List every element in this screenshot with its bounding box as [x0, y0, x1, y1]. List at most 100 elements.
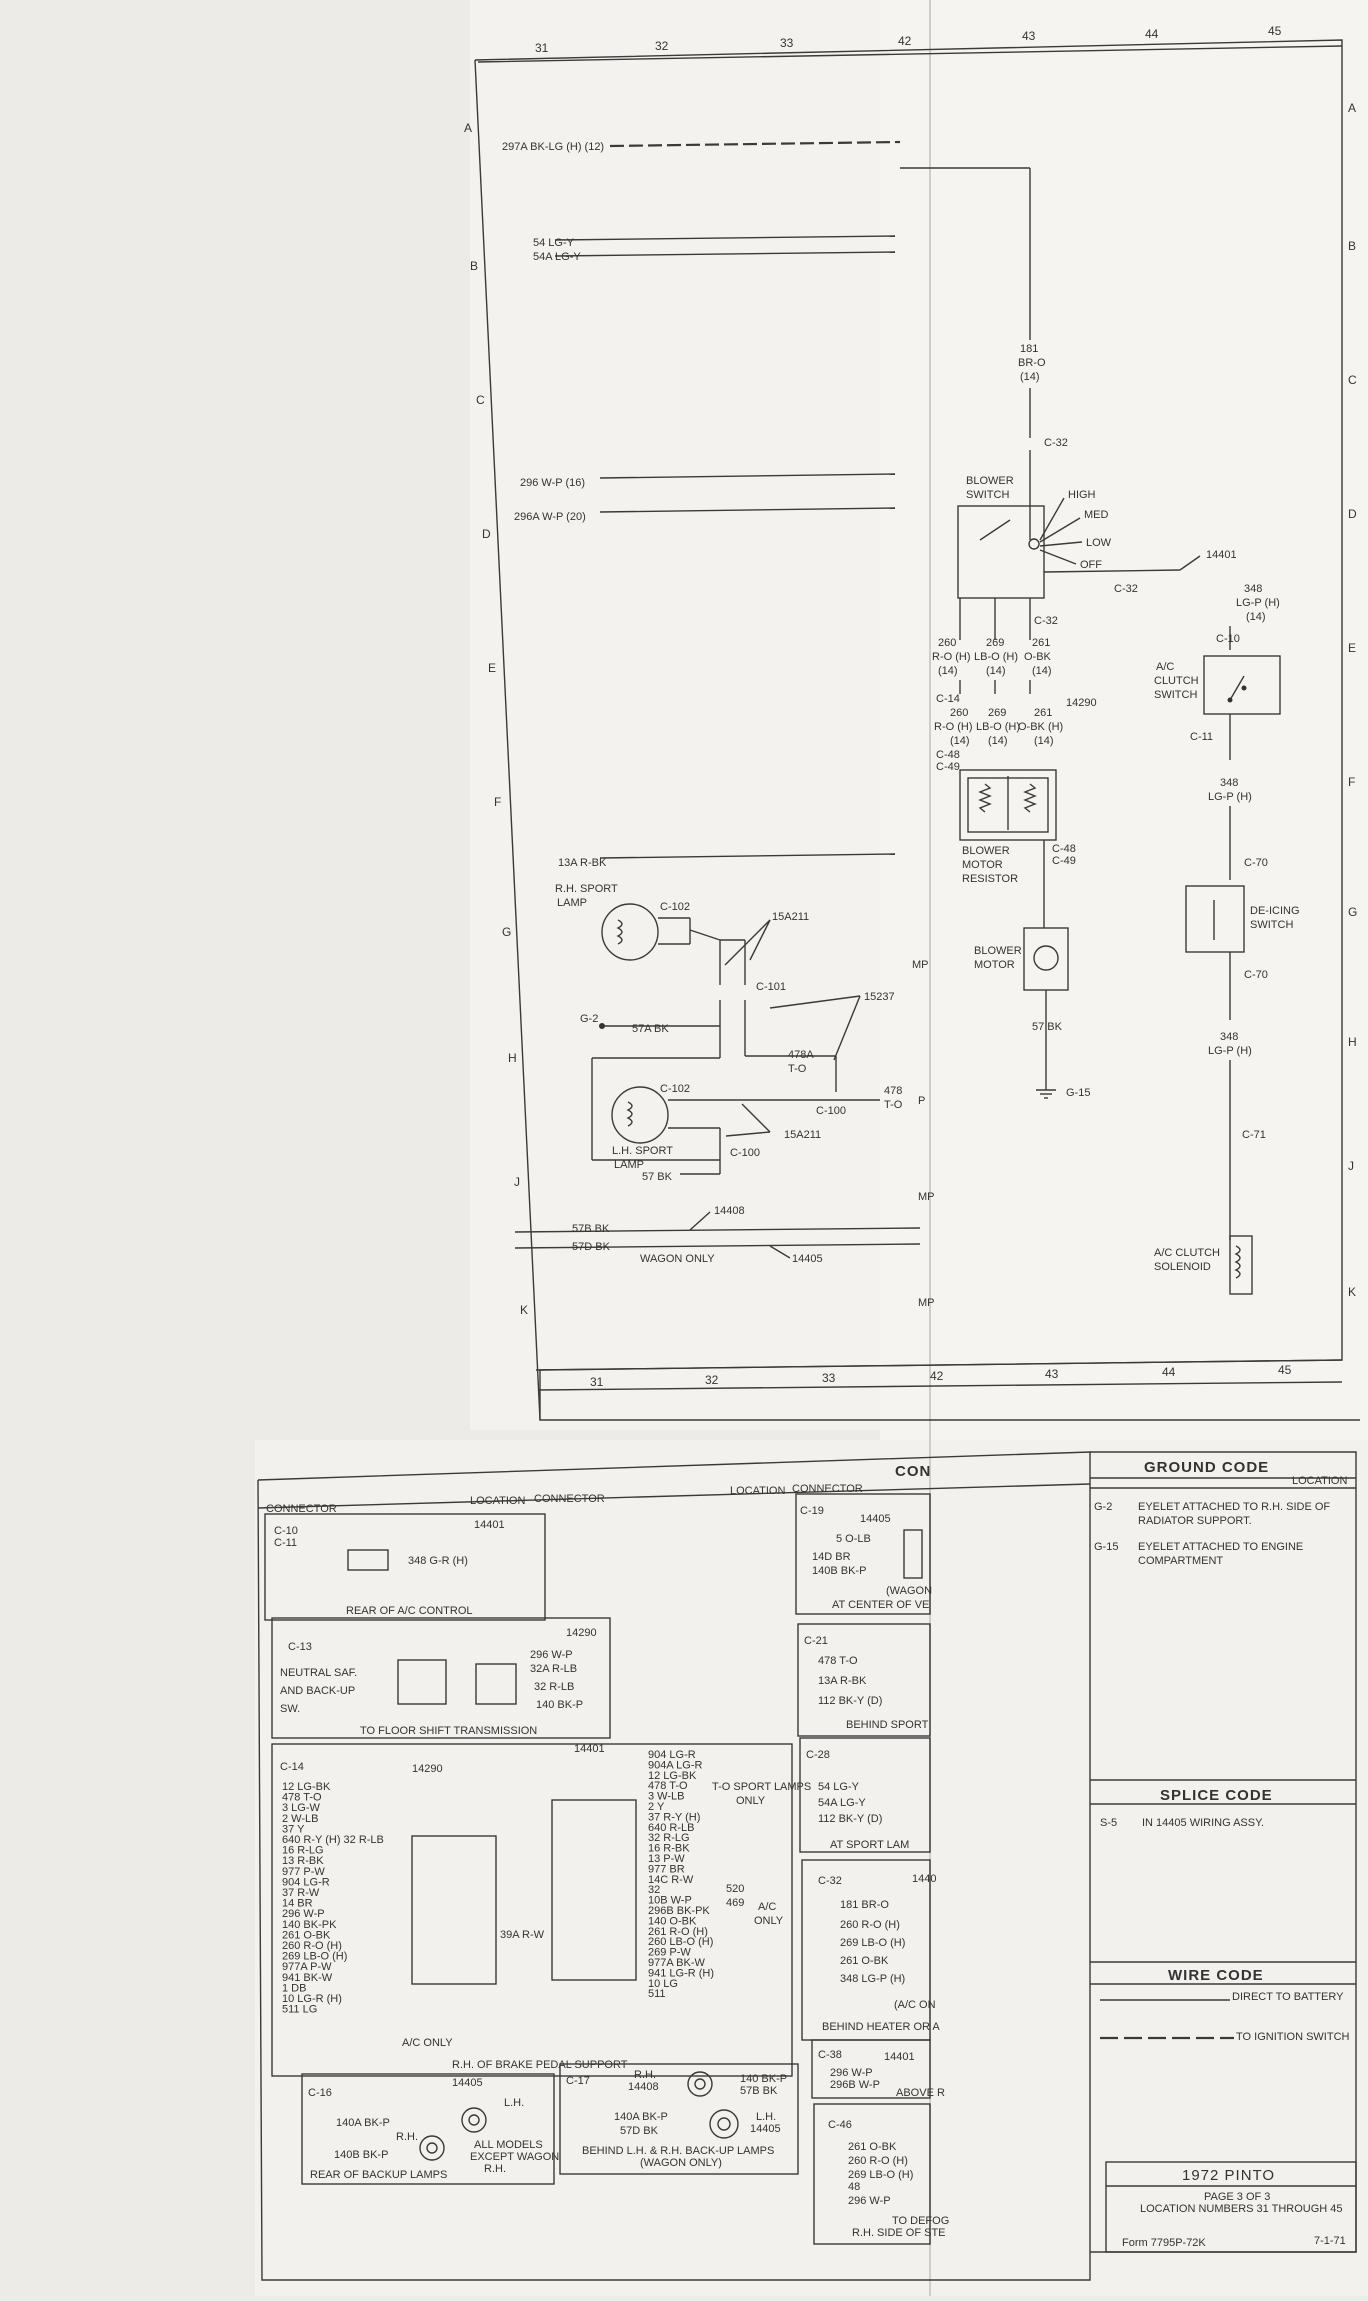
- wire-label: 511: [648, 1988, 666, 2000]
- wire-label: 13 P-W: [648, 1853, 685, 1865]
- label: R.H.: [396, 2131, 418, 2143]
- label: LAMP: [557, 897, 587, 909]
- wire-label: 181: [1020, 343, 1038, 355]
- row-letter: G: [1348, 905, 1357, 919]
- wire-label: 12 LG-BK: [648, 1770, 697, 1782]
- location: BEHIND SPORT: [846, 1719, 929, 1731]
- label: OFF: [1080, 559, 1102, 571]
- right-wiring: 181 BR-O (14) C-32 BLOWER SWITCH HIGH ME…: [932, 168, 1300, 1295]
- label: SWITCH: [1154, 689, 1197, 701]
- connector-id: C-13: [288, 1641, 312, 1653]
- wire-label: 112 BK-Y (D): [818, 1695, 882, 1707]
- wire-label: 54A LG-Y: [818, 1797, 866, 1809]
- column-number: 31: [535, 41, 549, 55]
- wire-label: 2 Y: [648, 1801, 665, 1813]
- row-letter: K: [1348, 1285, 1356, 1299]
- wire-label: 904A LG-R: [648, 1759, 702, 1771]
- wire-label: 14D BR: [812, 1551, 851, 1563]
- location: AT SPORT LAM: [830, 1839, 909, 1851]
- connector-label: C-48: [1052, 843, 1076, 855]
- wire-label: 269 LB-O (H): [282, 1951, 347, 1963]
- row-letter: B: [470, 259, 478, 273]
- wire-label: 57B BK: [740, 2085, 778, 2097]
- wire-label: 977A BK-W: [648, 1957, 705, 1969]
- wire-label: 260 R-O (H): [282, 1940, 342, 1952]
- ground-id: G-15: [1094, 1541, 1118, 1553]
- row-letter: F: [1348, 775, 1355, 789]
- title: 1972 PINTO: [1182, 2167, 1275, 2184]
- label: EXCEPT WAGON: [470, 2151, 559, 2163]
- connector-label: C-100: [816, 1105, 846, 1117]
- label: L.H. SPORT: [612, 1145, 673, 1157]
- wire-label: 57D BK: [572, 1241, 611, 1253]
- row-letter: A: [1348, 101, 1356, 115]
- wire-label: 57A BK: [632, 1023, 669, 1035]
- label: 14405: [750, 2123, 781, 2135]
- part-number: 14290: [1066, 697, 1097, 709]
- connector-label: C-70: [1244, 969, 1268, 981]
- wire-label: 32 R-LG: [648, 1832, 690, 1844]
- part-number: 15A211: [772, 911, 809, 923]
- ac-clutch-solenoid-icon: [1229, 1235, 1253, 1295]
- column-header: CONNECTOR: [266, 1503, 337, 1515]
- column-number: 43: [1022, 29, 1036, 43]
- connector-label: C-11: [1190, 731, 1213, 743]
- wire-label: 296 W-P: [848, 2195, 891, 2207]
- label: RESISTOR: [962, 873, 1018, 885]
- label: 14408: [628, 2081, 659, 2093]
- part-number: 14405: [452, 2077, 483, 2089]
- part-number: 15A211: [784, 1129, 821, 1141]
- row-letter: A: [464, 121, 472, 135]
- wire-label: 261: [1034, 707, 1052, 719]
- part-number: 1440: [912, 1873, 936, 1885]
- wire-label: 977 P-W: [282, 1866, 325, 1878]
- wire-label: 269: [988, 707, 1006, 719]
- connector-label: C-49: [936, 761, 960, 773]
- row-letter: D: [1348, 507, 1357, 521]
- label: R.H. SPORT: [555, 883, 618, 895]
- wire-label: 37 R-Y (H): [648, 1811, 700, 1823]
- column-number: 31: [590, 1375, 604, 1389]
- wire-label: (14): [1034, 735, 1054, 747]
- part-number: 15237: [864, 991, 895, 1003]
- connector-label: C-48: [936, 749, 960, 761]
- connector-c13: [271, 1617, 611, 1739]
- label: MOTOR: [962, 859, 1003, 871]
- part-number: 14405: [860, 1513, 891, 1525]
- label: T-O SPORT LAMPS: [712, 1781, 811, 1793]
- wire-label: 640 R-Y (H) 32 R-LB: [282, 1834, 384, 1846]
- connector-c17: [559, 2063, 799, 2175]
- wire-label: 941 LG-R (H): [648, 1967, 714, 1979]
- wire-label: 478: [884, 1085, 902, 1097]
- label: BLOWER: [962, 845, 1010, 857]
- wire-label: 296B W-P: [830, 2079, 880, 2091]
- wire-label: 261 O-BK: [848, 2141, 897, 2153]
- rh-sport-lamp-icon: [601, 903, 659, 961]
- row-letter: J: [514, 1175, 520, 1189]
- connector-label: C-10: [1216, 633, 1240, 645]
- label: L.H.: [756, 2111, 776, 2123]
- wire-label: R-O (H): [934, 721, 973, 733]
- wire-label: 57B BK: [572, 1223, 610, 1235]
- label: P: [918, 1095, 925, 1107]
- label: WAGON ONLY: [640, 1253, 715, 1265]
- wire-label: 10B W-P: [648, 1895, 692, 1907]
- wire-label: 904 LG-R: [648, 1749, 696, 1761]
- wire-label: BR-O: [1018, 357, 1046, 369]
- connector-label: C-71: [1242, 1129, 1266, 1141]
- wire-label: 348: [1244, 583, 1262, 595]
- wire-label: 297A BK-LG (H) (12): [502, 141, 604, 153]
- connector-c38: [811, 2039, 931, 2099]
- date: 7-1-71: [1314, 2235, 1346, 2247]
- connector-c16: [301, 2073, 555, 2185]
- location: ABOVE R: [896, 2087, 945, 2099]
- wire-label: 13 R-BK: [282, 1855, 324, 1867]
- column-header: LOCATION: [1292, 1475, 1347, 1487]
- location: REAR OF A/C CONTROL: [346, 1605, 473, 1617]
- row-letter: D: [482, 527, 491, 541]
- label: SOLENOID: [1154, 1261, 1211, 1273]
